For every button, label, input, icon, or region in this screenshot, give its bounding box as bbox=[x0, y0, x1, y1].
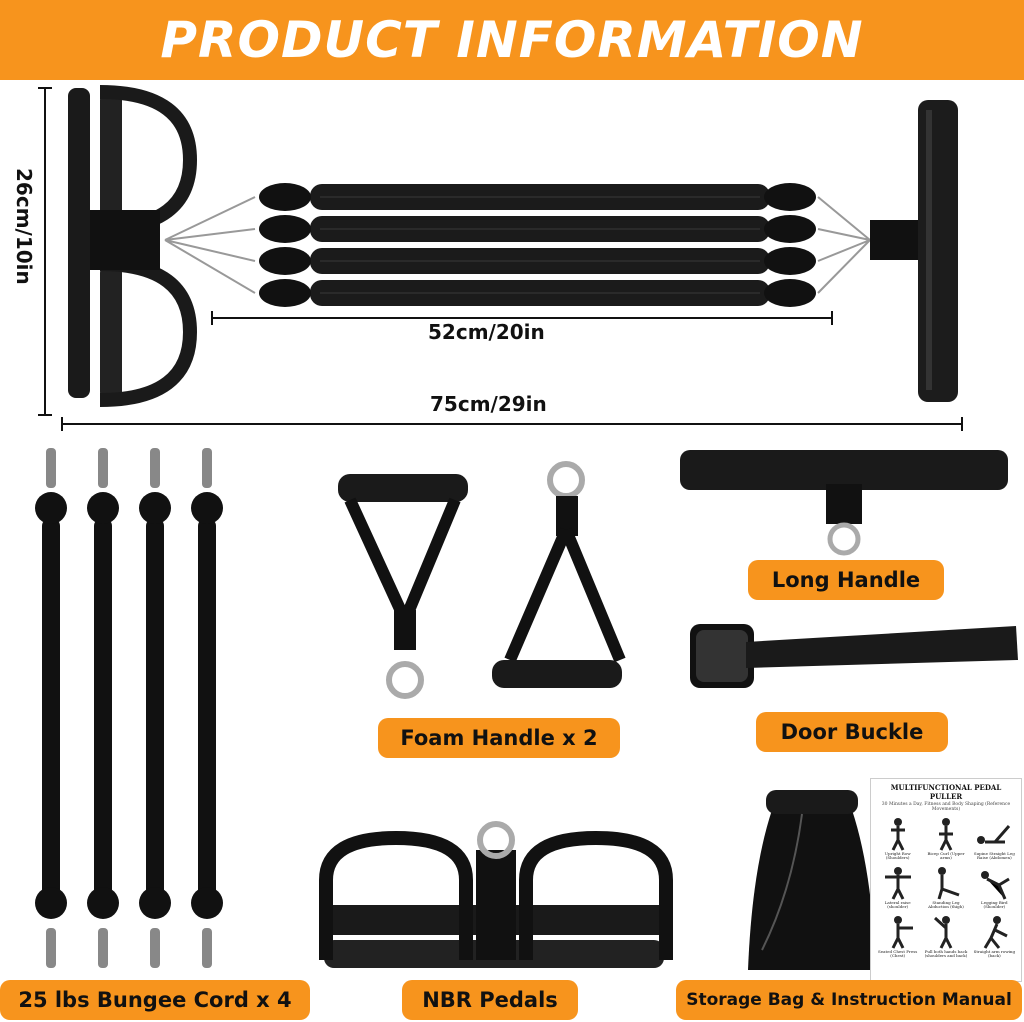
manual-exercise: Supine Straight Leg Raise (Abdomen) bbox=[972, 816, 1017, 862]
bungee-cords-illustration bbox=[35, 448, 223, 968]
dimension-lines bbox=[38, 87, 963, 431]
exercise-figure-icon bbox=[884, 867, 911, 900]
manual-subtitle: 30 Minutes a Day, Fitness and Body Shapi… bbox=[881, 802, 1011, 812]
foam-handle-label: Foam Handle x 2 bbox=[378, 718, 620, 758]
header-banner: PRODUCT INFORMATION bbox=[0, 0, 1024, 80]
foam-handle bbox=[338, 474, 468, 699]
bungee-cord bbox=[191, 448, 223, 968]
exercise-figure-icon bbox=[938, 818, 953, 851]
foam-handles-illustration bbox=[338, 461, 626, 699]
door-buckle-label: Door Buckle bbox=[756, 712, 948, 752]
long-handle-illustration bbox=[680, 450, 1008, 556]
foam-handle bbox=[492, 461, 626, 688]
manual-exercise: Standing Leg Abduction (thigh) bbox=[923, 865, 968, 911]
instruction-manual: MULTIFUNCTIONAL PEDAL PULLER 30 Minutes … bbox=[870, 778, 1022, 982]
manual-exercise: Upright Row (Shoulders) bbox=[875, 816, 920, 862]
exercise-figure-icon bbox=[891, 916, 913, 949]
page-title: PRODUCT INFORMATION bbox=[160, 11, 864, 69]
assembled-pedal-puller-illustration bbox=[38, 85, 963, 431]
manual-exercise: Lateral raise (shoulder) bbox=[875, 865, 920, 911]
long-handle-label: Long Handle bbox=[748, 560, 944, 600]
exercise-figure-icon bbox=[937, 867, 960, 900]
left-pedal-frame bbox=[68, 85, 198, 407]
nbr-pedals-label: NBR Pedals bbox=[402, 980, 578, 1020]
total-length-dimension-label: 75cm/29in bbox=[430, 392, 547, 416]
exercise-figure-icon bbox=[981, 871, 1011, 900]
bungee-cord bbox=[87, 448, 119, 968]
storage-bag-illustration bbox=[748, 790, 876, 970]
exercise-figure-icon bbox=[933, 916, 953, 949]
resistance-bands bbox=[164, 183, 871, 307]
manual-exercise: Legging Bird (Shoulder) bbox=[972, 865, 1017, 911]
storage-bag-label: Storage Bag & Instruction Manual bbox=[676, 980, 1022, 1020]
manual-exercise: Seated Chest Press (Chest) bbox=[875, 914, 920, 960]
exercise-figure-icon bbox=[890, 818, 905, 851]
bungee-cord bbox=[139, 448, 171, 968]
right-long-handle bbox=[870, 100, 958, 402]
bungee-cord bbox=[35, 448, 67, 968]
door-buckle-illustration bbox=[690, 624, 1018, 688]
manual-title: MULTIFUNCTIONAL PEDAL PULLER bbox=[890, 783, 1002, 801]
manual-exercise-grid: Upright Row (Shoulders) Bicep Curl (Uppe… bbox=[875, 816, 1017, 960]
manual-exercise: Bicep Curl (Upper arms) bbox=[923, 816, 968, 862]
manual-exercise: Pull both hands back (shoulders and back… bbox=[923, 914, 968, 960]
bungee-cord-label: 25 lbs Bungee Cord x 4 bbox=[0, 980, 310, 1020]
manual-exercise: Straight arm rowing (back) bbox=[972, 914, 1017, 960]
height-dimension-label: 26cm/10in bbox=[12, 168, 36, 285]
exercise-figure-icon bbox=[984, 916, 1008, 949]
nbr-pedals-illustration bbox=[319, 821, 673, 968]
band-length-dimension-label: 52cm/20in bbox=[428, 320, 545, 344]
exercise-figure-icon bbox=[977, 825, 1011, 844]
